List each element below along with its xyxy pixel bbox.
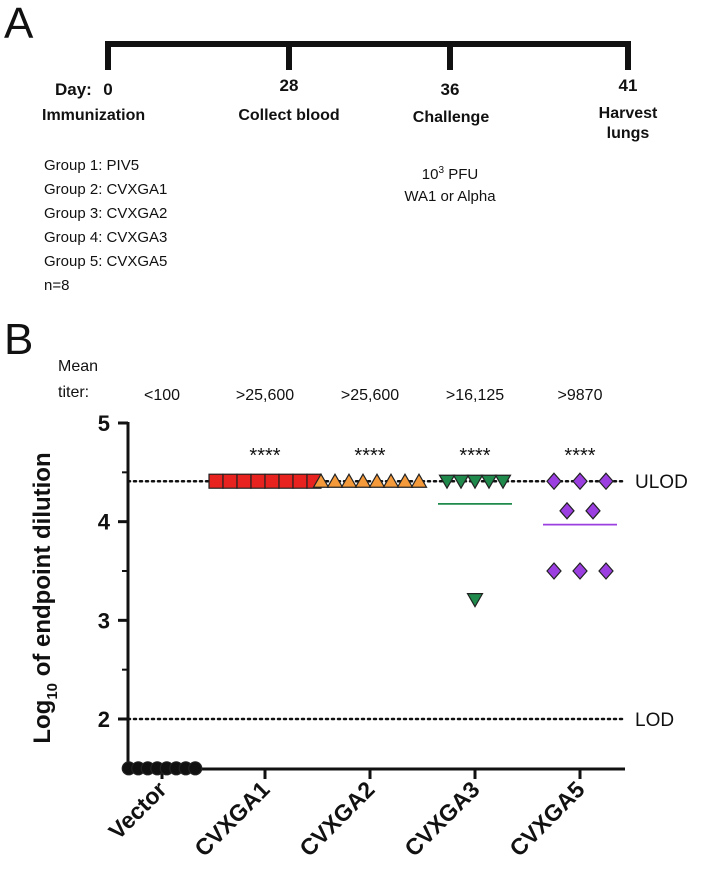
data-point xyxy=(312,473,330,488)
data-point xyxy=(598,562,614,580)
timeline-bar xyxy=(105,41,631,70)
data-point xyxy=(438,474,456,490)
mean-titer-label-1: Mean xyxy=(58,358,99,375)
data-point xyxy=(480,474,498,490)
event-challenge: Challenge xyxy=(412,109,490,126)
mean-titer-value: >25,600 xyxy=(236,387,294,404)
mean-titer-value: >16,125 xyxy=(446,387,504,404)
data-point xyxy=(326,473,344,488)
data-point xyxy=(585,501,601,520)
data-point xyxy=(546,562,562,580)
data-point xyxy=(572,472,588,491)
data-point xyxy=(278,473,294,489)
day-0: 0 xyxy=(103,80,113,99)
group-item: Group 3: CVXGA2 xyxy=(44,205,168,222)
data-point xyxy=(598,472,614,491)
data-point xyxy=(382,473,400,488)
event-harvest-lungs: Harvest lungs xyxy=(598,105,658,142)
data-point xyxy=(494,474,512,490)
event-immunization: Immunization xyxy=(42,107,146,124)
x-label-cvxga5: CVXGA5 xyxy=(504,776,589,861)
data-point xyxy=(208,473,224,489)
challenge-note: 103 PFU WA1 or Alpha xyxy=(380,160,520,208)
mean-titer-label-2: titer: xyxy=(58,384,90,401)
data-point xyxy=(236,473,252,489)
group-item: Group 5: CVXGA5 xyxy=(44,253,168,270)
group-item: Group 2: CVXGA1 xyxy=(44,181,168,198)
day-41: 41 xyxy=(618,76,638,95)
data-point xyxy=(466,474,484,490)
x-label-cvxga2: CVXGA2 xyxy=(294,776,379,861)
data-point xyxy=(396,473,414,488)
data-point xyxy=(222,473,238,489)
y-tick-label: 4 xyxy=(98,510,111,535)
event-collect-blood: Collect blood xyxy=(238,107,340,124)
data-point xyxy=(264,473,280,489)
ref-label-lod: LOD xyxy=(635,710,674,731)
group-count: n=8 xyxy=(44,277,70,294)
y-tick-label: 3 xyxy=(98,608,110,633)
panel-a-letter: A xyxy=(4,0,34,48)
x-label-cvxga3: CVXGA3 xyxy=(399,776,484,861)
significance-stars: **** xyxy=(354,445,385,467)
challenge-dose: 103 PFU xyxy=(421,165,479,183)
panel-b-letter: B xyxy=(4,315,34,364)
data-point xyxy=(340,473,358,488)
x-label-cvxga1: CVXGA1 xyxy=(189,776,274,861)
mean-titer-value: >9870 xyxy=(558,387,603,404)
significance-stars: **** xyxy=(564,445,595,467)
y-tick-label: 5 xyxy=(98,411,110,436)
day-36: 36 xyxy=(440,80,460,99)
data-point xyxy=(546,472,562,491)
data-point xyxy=(466,593,484,608)
x-label-vector: Vector xyxy=(103,776,171,844)
groups-list: Group 1: PIV5 Group 2: CVXGA1 Group 3: C… xyxy=(44,154,167,298)
significance-stars: **** xyxy=(249,445,280,467)
data-point xyxy=(250,473,266,489)
data-point xyxy=(410,473,428,488)
data-point xyxy=(452,474,470,490)
data-point xyxy=(572,562,588,580)
day-prefix: Day: xyxy=(55,80,92,99)
data-point xyxy=(559,501,575,520)
data-point xyxy=(368,473,386,488)
group-item: Group 1: PIV5 xyxy=(44,157,140,174)
mean-titer-value: <100 xyxy=(144,387,180,404)
mean-titer-value: >25,600 xyxy=(341,387,399,404)
group-item: Group 4: CVXGA3 xyxy=(44,229,168,246)
data-point xyxy=(292,473,308,489)
challenge-strains: WA1 or Alpha xyxy=(404,188,496,205)
significance-stars: **** xyxy=(459,445,490,467)
data-point xyxy=(188,761,203,776)
y-axis-title: Log10 of endpoint dilution xyxy=(29,452,61,743)
day-28: 28 xyxy=(279,76,299,95)
data-point xyxy=(354,473,372,488)
ref-label-ulod: ULOD xyxy=(635,472,688,493)
y-tick-label: 2 xyxy=(98,707,110,732)
